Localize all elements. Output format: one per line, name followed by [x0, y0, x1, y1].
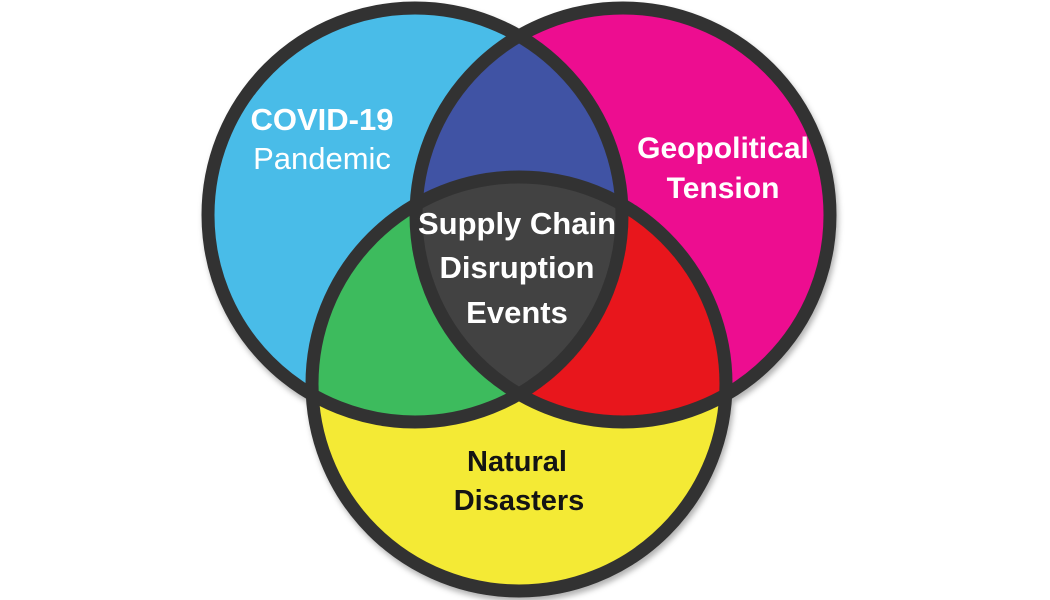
- covid-circle-outline: [201, 1, 629, 429]
- covid-label-line1: COVID-19: [251, 102, 394, 137]
- center-label-line1: Supply Chain: [418, 206, 616, 241]
- geopolitical-circle-outline: [409, 1, 837, 429]
- geopolitical-label-line1: Geopolitical: [637, 132, 809, 165]
- natural-circle-outline: [305, 170, 733, 598]
- geopolitical-label-line2: Tension: [667, 172, 780, 205]
- center-label-line2: Disruption: [440, 250, 595, 285]
- center-label-line3: Events: [466, 295, 568, 330]
- venn-regions: [201, 1, 837, 598]
- natural-label-line2: Disasters: [454, 485, 585, 517]
- covid-label-line2: Pandemic: [253, 141, 391, 176]
- overlap-center: [416, 177, 622, 422]
- natural-label-line1: Natural: [467, 446, 567, 478]
